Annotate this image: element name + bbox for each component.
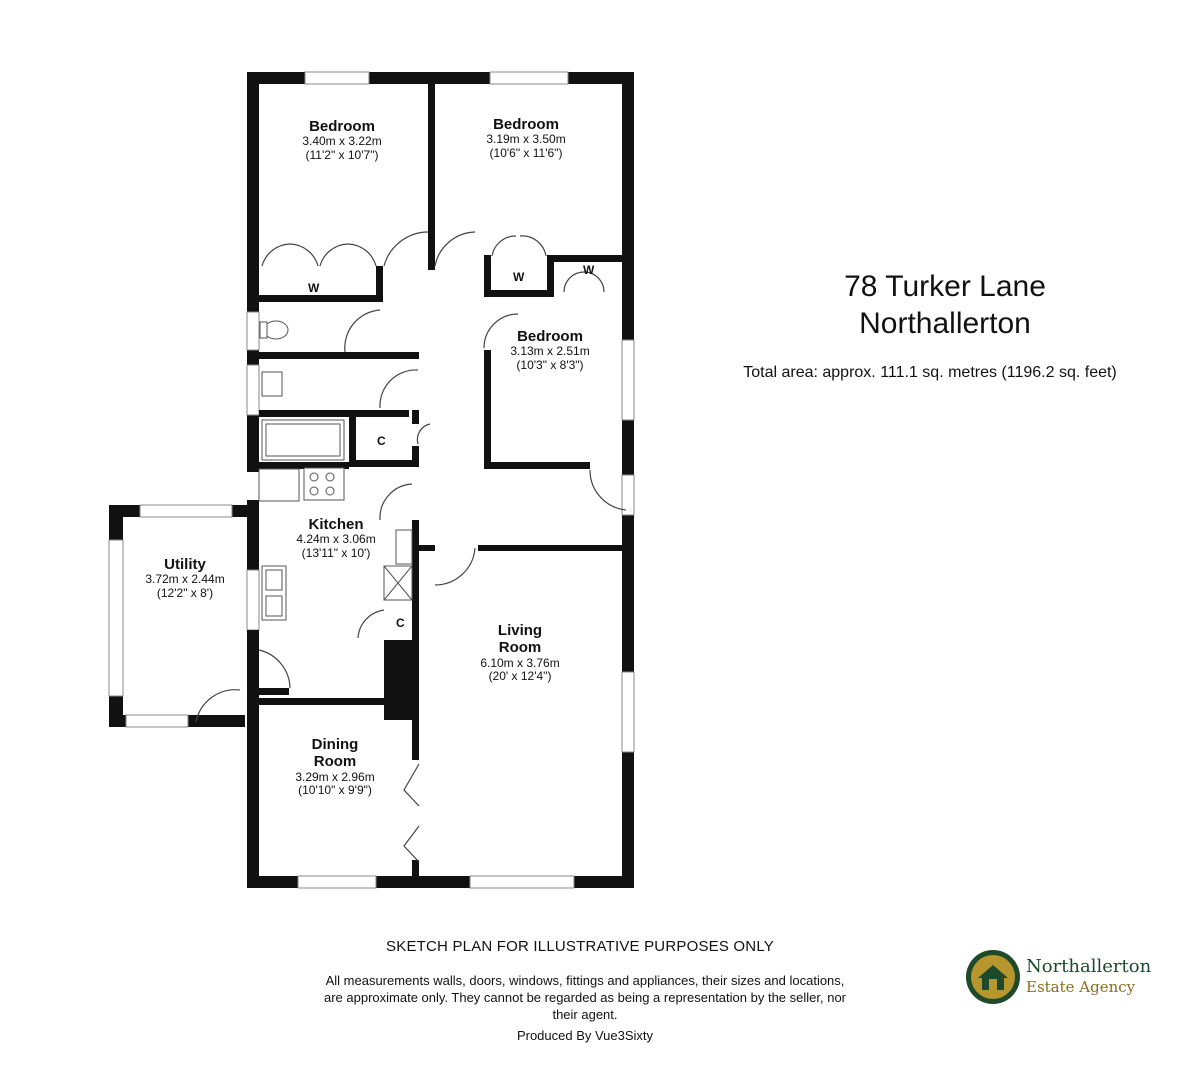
room-dim-imperial: (12'2" x 8') bbox=[156, 586, 214, 601]
room-dining: Dining Room 3.29m x 2.96m (10'10" x 9'9"… bbox=[265, 736, 405, 798]
room-dim-imperial: (20' x 12'4") bbox=[488, 669, 552, 684]
agency-logo: Northallerton Estate Agency bbox=[964, 946, 1164, 1010]
room-bedroom-2: Bedroom 3.19m x 3.50m (10'6" x 11'6") bbox=[446, 116, 606, 161]
disclaimer-text: All measurements walls, doors, windows, … bbox=[323, 973, 846, 1022]
room-name-line2: Room bbox=[313, 753, 357, 771]
property-title: 78 Turker Lane Northallerton bbox=[790, 268, 1100, 342]
room-dim-metric: 4.24m x 3.06m bbox=[296, 532, 376, 547]
room-name-line1: Dining bbox=[311, 736, 359, 753]
room-dim-metric: 3.19m x 3.50m bbox=[486, 132, 566, 147]
windows bbox=[108, 71, 635, 889]
disclaimer-heading: SKETCH PLAN FOR ILLUSTRATIVE PURPOSES ON… bbox=[386, 938, 774, 955]
property-title-line2: Northallerton bbox=[859, 307, 1031, 340]
basin-fixture bbox=[261, 371, 283, 397]
toilet-fixture bbox=[263, 320, 289, 340]
fixtures bbox=[258, 320, 413, 621]
room-name: Bedroom bbox=[517, 328, 583, 345]
wardrobe-label-1: W bbox=[308, 281, 320, 295]
bath-fixture bbox=[261, 419, 345, 461]
room-name: Utility bbox=[164, 556, 206, 573]
room-dim-metric: 3.13m x 2.51m bbox=[510, 344, 590, 359]
kitchen-counter bbox=[258, 468, 300, 502]
room-living: Living Room 6.10m x 3.76m (20' x 12'4") bbox=[450, 622, 590, 684]
wardrobe-label-3: W bbox=[583, 263, 595, 277]
interior-walls bbox=[247, 84, 622, 880]
room-dim-imperial: (11'2" x 10'7") bbox=[305, 148, 379, 163]
room-dim-metric: 3.72m x 2.44m bbox=[145, 572, 225, 587]
room-dim-metric: 3.40m x 3.22m bbox=[302, 134, 382, 149]
property-title-line1: 78 Turker Lane bbox=[844, 270, 1046, 303]
room-bedroom-1: Bedroom 3.40m x 3.22m (11'2" x 10'7") bbox=[262, 118, 422, 163]
room-bedroom-3: Bedroom 3.13m x 2.51m (10'3" x 8'3") bbox=[475, 328, 625, 373]
cupboard-label-2: C bbox=[396, 616, 405, 630]
total-area: Total area: approx. 111.1 sq. metres (11… bbox=[743, 364, 1117, 381]
room-name: Bedroom bbox=[493, 116, 559, 133]
room-dim-metric: 3.29m x 2.96m bbox=[295, 769, 375, 784]
room-dim-metric: 6.10m x 3.76m bbox=[480, 655, 560, 670]
room-name-line1: Living bbox=[497, 622, 543, 639]
room-dim-imperial: (10'6" x 11'6") bbox=[489, 146, 563, 161]
logo-subtitle: Estate Agency bbox=[1026, 978, 1136, 996]
house-icon bbox=[966, 950, 1020, 1004]
produced-by: Produced By Vue3Sixty bbox=[516, 1028, 654, 1043]
cupboard-label-1: C bbox=[377, 434, 386, 448]
room-dim-imperial: (13'11" x 10') bbox=[301, 546, 371, 561]
room-kitchen: Kitchen 4.24m x 3.06m (13'11" x 10') bbox=[266, 516, 406, 561]
room-dim-imperial: (10'10" x 9'9") bbox=[298, 783, 372, 798]
door-swings bbox=[195, 231, 627, 863]
wardrobe-label-2: W bbox=[513, 270, 525, 284]
room-name: Kitchen bbox=[308, 516, 364, 533]
room-name-line2: Room bbox=[498, 639, 542, 657]
hob-fixture bbox=[303, 467, 345, 501]
logo-name: Northallerton bbox=[1026, 956, 1152, 977]
room-dim-imperial: (10'3" x 8'3") bbox=[516, 358, 584, 373]
room-utility: Utility 3.72m x 2.44m (12'2" x 8') bbox=[120, 556, 250, 601]
room-name: Bedroom bbox=[309, 118, 375, 135]
